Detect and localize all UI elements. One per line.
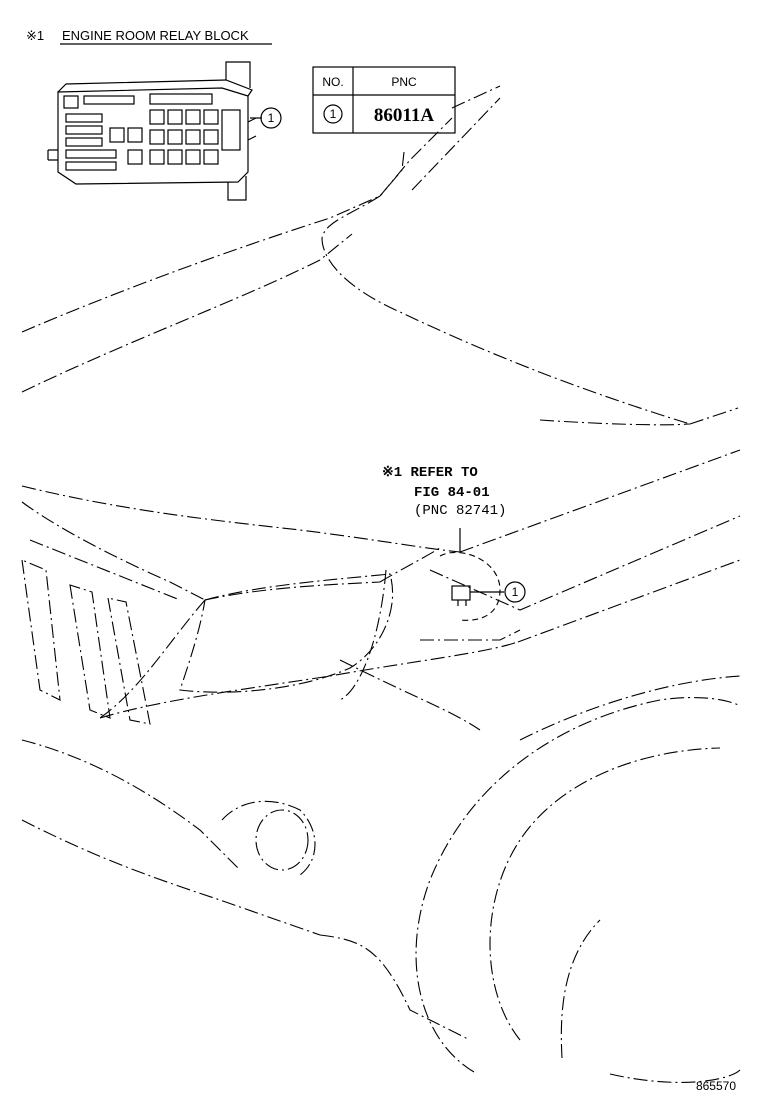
fog-lamp (221, 800, 316, 876)
refer-line-2: FIG 84-01 (414, 485, 490, 501)
callout-vehicle-location[interactable]: 1 (504, 581, 526, 603)
relay-location-marker (439, 528, 504, 621)
front-wheel (415, 675, 741, 1083)
grille (21, 539, 181, 725)
relay-block-illustration (47, 61, 262, 201)
refer-note[interactable]: ※1 REFER TO FIG 84-01 (PNC 82741) (382, 465, 506, 519)
refer-line-1: ※1 REFER TO (382, 465, 478, 481)
figure-number: 865570 (696, 1079, 736, 1093)
ref-mark: ※1 (26, 28, 44, 43)
callout-relay-block[interactable]: 1 (260, 107, 282, 129)
table-header-pnc: PNC (391, 75, 417, 89)
callout-number: 1 (512, 585, 519, 599)
table-row-number: 1 (330, 107, 337, 121)
caption-title: ENGINE ROOM RELAY BLOCK (62, 28, 249, 43)
table-row-number-circle (323, 104, 343, 124)
parts-table: NO. PNC 1 86011A (312, 66, 456, 134)
table-header-no: NO. (322, 75, 343, 89)
refer-line-3: (PNC 82741) (414, 503, 506, 519)
headlight (179, 573, 394, 693)
callout-number: 1 (268, 111, 275, 125)
table-row-pnc[interactable]: 86011A (374, 105, 434, 126)
diagram-caption: ※1 ENGINE ROOM RELAY BLOCK (26, 28, 272, 45)
vehicle-body-outline (21, 85, 741, 1041)
